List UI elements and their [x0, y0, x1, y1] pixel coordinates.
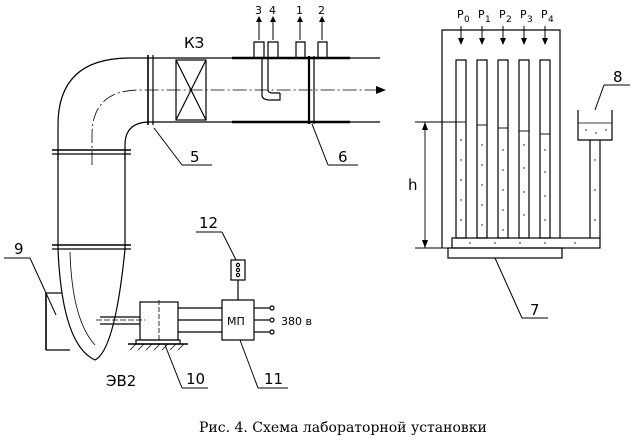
fan-cone: [57, 248, 126, 361]
control-12: [230, 259, 246, 281]
label-ev2: ЭВ2: [106, 372, 136, 390]
fan-cone-inner: [69, 251, 96, 346]
arrow-up-icon: [319, 16, 325, 22]
label-voltage: 380 в: [281, 315, 312, 328]
label-9: 9: [14, 240, 24, 258]
arrow-up-icon: [297, 16, 303, 22]
tap-1-tube: [295, 41, 306, 58]
multi-tube-manometer: [415, 26, 613, 259]
terminal: [269, 317, 275, 323]
label-5: 5: [190, 148, 200, 166]
tap-4-tube: [267, 41, 279, 58]
tap-label: 2: [318, 4, 325, 17]
h-dimension: [415, 121, 456, 249]
tube-p4: [539, 59, 551, 239]
pressure-label: P: [478, 8, 485, 21]
pitot-tube: [261, 58, 281, 101]
pressure-sub: 2: [506, 15, 512, 25]
manometer-frame: [441, 29, 561, 248]
duct-pressure-taps: [253, 16, 328, 101]
label-h: h: [408, 176, 418, 194]
pressure-label: P: [499, 8, 506, 21]
terminal: [269, 305, 275, 311]
arrow-down-icon: [521, 38, 527, 45]
tube-p1: [476, 59, 488, 239]
tube-p0: [455, 59, 467, 239]
tap-label: 3: [255, 4, 262, 17]
arrow-down-icon: [500, 38, 506, 45]
terminal: [269, 329, 275, 335]
pressure-label: P: [541, 8, 548, 21]
arrow-down-icon: [542, 38, 548, 45]
tube-p2: [497, 59, 509, 239]
pressure-sub: 1: [485, 15, 491, 25]
arrow-up-icon: [256, 16, 262, 22]
collector: [451, 237, 601, 249]
label-kz: КЗ: [184, 34, 204, 52]
motor-assembly: [96, 259, 275, 351]
labels: КЗ ЭВ2 МП 380 в h 5 6 7 8 9 10 11 12 3 4…: [14, 4, 623, 436]
label-mp: МП: [227, 315, 245, 328]
pressure-label: P: [457, 8, 464, 21]
label-10: 10: [186, 370, 205, 388]
label-11: 11: [264, 370, 283, 388]
tap-label: 1: [296, 4, 303, 17]
reservoir-8: [577, 110, 613, 141]
flow-arrow-icon: [376, 86, 386, 94]
label-7: 7: [530, 301, 540, 319]
pressure-label: P: [520, 8, 527, 21]
dim-arrow-icon: [422, 240, 428, 248]
tap-2-tube: [317, 41, 328, 58]
pitot-tube-b: [267, 58, 280, 94]
pressure-sub: 3: [527, 15, 533, 25]
arrow-up-icon: [270, 16, 276, 22]
duct-centerline: [91, 89, 380, 165]
label-8: 8: [613, 68, 623, 86]
leader-lines: [4, 84, 630, 389]
arrow-down-icon: [479, 38, 485, 45]
duct-outer-wall: [57, 57, 380, 160]
shutter-kz: [175, 59, 207, 121]
pressure-sub: 0: [464, 15, 470, 25]
label-12: 12: [199, 214, 218, 232]
air-duct: [45, 55, 386, 361]
tap-label: 4: [269, 4, 276, 17]
pressure-sub: 4: [548, 15, 554, 25]
label-6: 6: [338, 148, 348, 166]
tap-3-tube: [253, 41, 265, 58]
arrow-down-icon: [458, 38, 464, 45]
dim-arrow-icon: [422, 122, 428, 130]
duct-inner-wall: [124, 121, 380, 160]
base-7: [447, 247, 563, 259]
figure-caption: Рис. 4. Схема лабораторной установки: [199, 420, 487, 436]
tube-p3: [518, 59, 530, 239]
